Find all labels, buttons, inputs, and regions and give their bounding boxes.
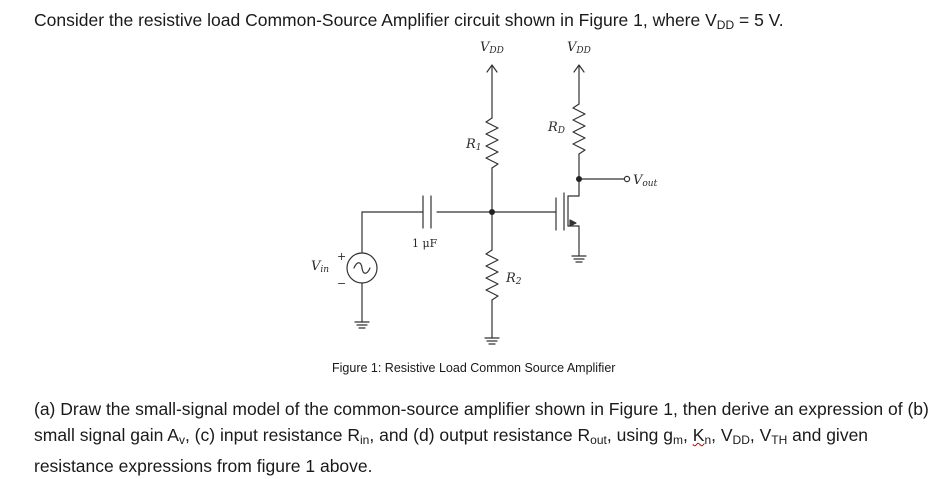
r2-label: R2: [505, 271, 522, 287]
capacitor-label: 1 μF: [412, 237, 438, 250]
gate-junction: [489, 209, 495, 215]
question-text: (a) Draw the small-signal model of the c…: [34, 399, 929, 476]
vout-terminal: [623, 175, 631, 183]
ac-wave: [353, 262, 371, 274]
ground-r2: [484, 337, 500, 345]
kn-term: Kn: [692, 425, 712, 447]
rd-resistor: [572, 103, 586, 155]
minus-sign: −: [337, 277, 346, 290]
r1-resistor: [485, 117, 499, 169]
vdd-arrow-right: [573, 64, 585, 73]
rd-label: RD: [547, 120, 565, 136]
vin-label: Vin: [311, 259, 329, 275]
vdd-label-right: VDD: [567, 40, 591, 56]
nmos-transistor: [555, 192, 580, 257]
r1-label: R1: [465, 137, 482, 153]
problem-intro: Consider the resistive load Common-Sourc…: [34, 10, 784, 32]
ground-vin: [354, 321, 370, 329]
plus-sign: +: [337, 250, 346, 263]
source-arrow: [569, 219, 577, 227]
ground-source: [571, 255, 587, 263]
vdd-label-left: VDD: [480, 40, 504, 56]
drain-junction: [576, 176, 582, 182]
vout-label: Vout: [633, 173, 658, 189]
vdd-arrow-left: [486, 64, 498, 73]
figure-caption: Figure 1: Resistive Load Common Source A…: [332, 361, 616, 375]
r2-resistor: [485, 249, 499, 301]
